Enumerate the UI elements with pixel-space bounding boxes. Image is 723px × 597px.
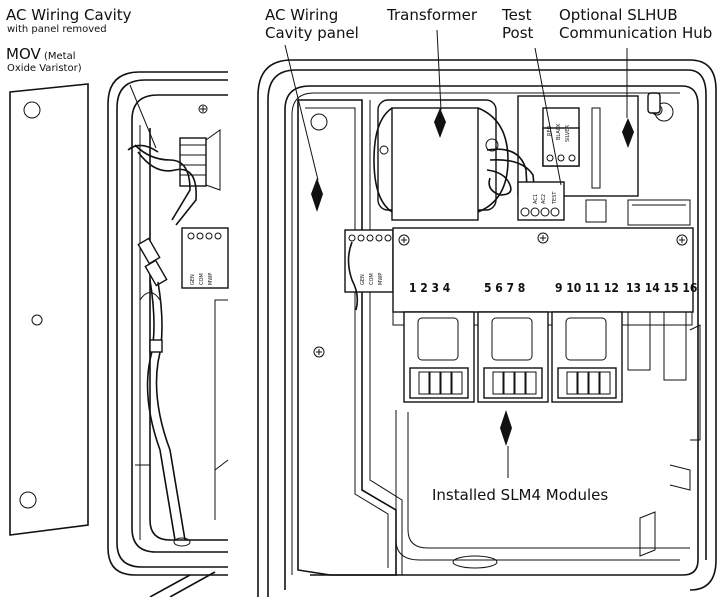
svg-text:COM: COM xyxy=(369,273,375,285)
module-number-group-1: 1 2 3 4 xyxy=(409,281,451,295)
slhub-label-2: Communication Hub xyxy=(559,24,712,42)
svg-text:MWP: MWP xyxy=(378,273,384,285)
test-post-label-1: Test xyxy=(501,6,532,24)
slhub-label-1: Optional SLHUB xyxy=(559,6,678,24)
left-housing: GEN COM MWP xyxy=(9,71,229,597)
svg-text:GEN: GEN xyxy=(360,274,366,285)
module-bay-1 xyxy=(403,311,475,403)
svg-text:GEN: GEN xyxy=(190,274,196,285)
mov-paren-1: (Metal xyxy=(44,51,76,62)
svg-text:TEST: TEST xyxy=(552,191,558,205)
svg-text:BLACK: BLACK xyxy=(556,123,562,140)
svg-text:AC2: AC2 xyxy=(541,194,547,204)
transformer-label: Transformer xyxy=(386,6,478,24)
svg-text:AC1: AC1 xyxy=(533,194,539,204)
svg-text:MWP: MWP xyxy=(208,273,214,285)
ac-cavity-title: AC Wiring Cavity xyxy=(6,6,132,24)
callout-lines xyxy=(129,29,628,478)
module-number-group-4: 13 14 15 16 xyxy=(626,281,697,295)
module-bay-4-empty xyxy=(627,312,687,381)
installed-modules-label: Installed SLM4 Modules xyxy=(432,486,608,504)
module-bay-3 xyxy=(551,311,623,403)
ac-panel-label-2: Cavity panel xyxy=(265,24,359,42)
test-post-label-2: Post xyxy=(502,24,534,42)
module-number-group-3: 9 10 11 12 xyxy=(555,281,619,295)
ac-panel-label-1: AC Wiring xyxy=(265,6,338,24)
mov-paren-2: Oxide Varistor) xyxy=(7,63,82,74)
ac-cavity-subtitle: with panel removed xyxy=(7,24,107,35)
module-bay-2 xyxy=(477,311,549,403)
svg-text:COM: COM xyxy=(199,273,205,285)
mov-title: MOV xyxy=(6,45,41,63)
module-number-group-2: 5 6 7 8 xyxy=(484,281,525,295)
svg-text:SILVER: SILVER xyxy=(565,125,571,142)
right-housing: RED BLACK SILVER AC1 AC2 TEST GEN COM MW… xyxy=(257,59,717,597)
svg-text:RED: RED xyxy=(547,125,553,136)
